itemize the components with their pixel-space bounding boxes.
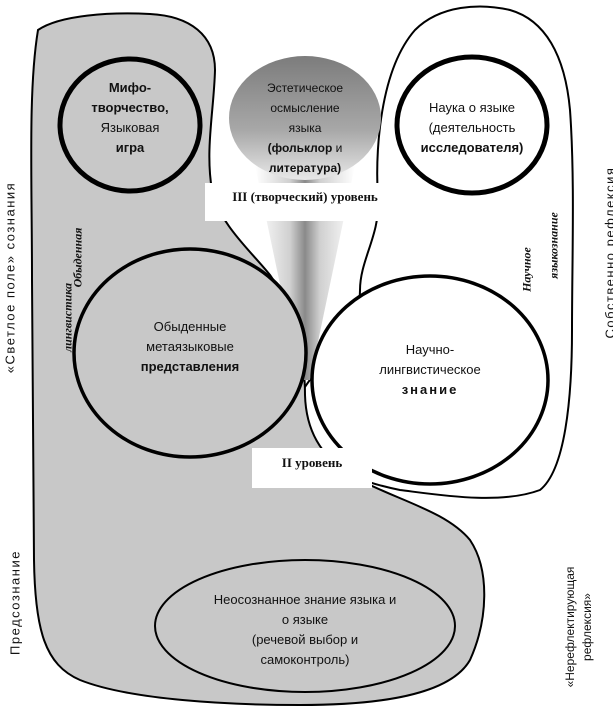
aesthetic-dome (229, 56, 381, 180)
unconscious-line3: (речевой выбор и (251, 632, 359, 647)
aesthetic-text: Эстетическое осмысление языка (фольклор … (243, 78, 367, 178)
side-label-left-top: «Светлое поле» сознания (2, 181, 18, 374)
everyday-line1: Обыденные (153, 319, 227, 334)
myth-line1: Мифо- (108, 80, 152, 95)
unconscious-line2: о языке (281, 612, 329, 627)
level3-box (205, 183, 405, 221)
science-line3: исследователя) (420, 140, 524, 155)
myth-line4: игра (115, 140, 145, 155)
scientific-line1: Научно- (405, 342, 455, 357)
side-label-right-bottom-b: рефлексия» (580, 593, 594, 661)
science-circle (394, 54, 550, 196)
science-line1: Наука о языке (428, 100, 516, 115)
everyday-text: Обыденные метаязыковые представления (120, 317, 260, 377)
unconscious-line4: самоконтроль) (260, 652, 350, 667)
aesthetic-line4b: и (332, 141, 343, 155)
aesthetic-line2: осмысление (270, 101, 340, 115)
level2-label: II уровень (281, 455, 343, 470)
unconscious-line1: Неосознанное знание языка и (213, 592, 397, 607)
unconscious-text: Неосознанное знание языка и о языке (реч… (195, 590, 415, 670)
myth-circle (57, 56, 203, 194)
myth-line2: творчество, (91, 100, 169, 115)
scientific-linguistics-label-b: языкознание (546, 212, 561, 279)
aesthetic-line1: Эстетическое (266, 81, 344, 95)
myth-line3: Языковая (100, 120, 160, 135)
everyday-ellipse (72, 247, 308, 459)
everyday-line3: представления (140, 359, 240, 374)
everyday-linguistics-label-b: лингвистика (60, 282, 75, 353)
side-label-right-bottom-a: «Нерефлектирующая (563, 566, 577, 688)
scientific-linguistics-label-a: Научное (519, 247, 534, 292)
scientific-ellipse (310, 274, 550, 486)
everyday-line2: метаязыковые (146, 339, 234, 354)
side-label-left-bottom: Предсознание (7, 550, 23, 655)
science-text: Наука о языке (деятельность исследовател… (405, 98, 539, 158)
scientific-line3: знание (401, 382, 459, 397)
science-line2: (деятельность (428, 120, 516, 135)
scientific-text: Научно- лингвистическое знание (355, 340, 505, 400)
unconscious-ellipse (154, 559, 456, 693)
aesthetic-line5: литература) (268, 161, 342, 175)
level3-label: III (творческий) уровень (232, 189, 378, 204)
aesthetic-line4a: (фольклор (267, 141, 333, 155)
aesthetic-line3: языка (288, 121, 322, 135)
scientific-line2: лингвистическое (379, 362, 481, 377)
level2-box (252, 448, 372, 488)
myth-text: Мифо- творчество, Языковая игра (75, 78, 185, 158)
aesthetic-line4: (фольклор и (243, 138, 367, 158)
side-label-right-top: Собственно рефлексия (602, 166, 613, 339)
